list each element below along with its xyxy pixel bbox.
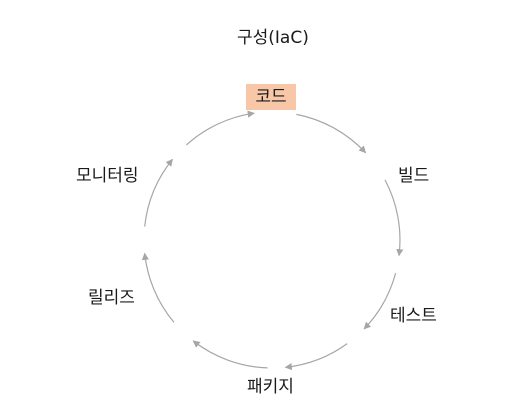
node-monitor: 모니터링 [76, 166, 139, 186]
diagram-title: 구성(IaC) [237, 28, 309, 48]
cycle-arrow-5 [192, 340, 268, 369]
node-code: 코드 [246, 84, 296, 110]
cycle-arrow-2 [384, 179, 404, 257]
cycle-arrow-1 [296, 113, 367, 154]
node-package: 패키지 [247, 377, 294, 397]
cycle-arrow-8 [185, 110, 255, 146]
cycle-arrow-4 [284, 343, 348, 371]
node-release: 릴리즈 [88, 288, 135, 308]
cycle-arrows [141, 110, 404, 371]
node-build: 빌드 [398, 166, 430, 186]
node-test: 테스트 [390, 306, 437, 326]
cycle-arrow-6 [141, 252, 175, 323]
cycle-arrow-7 [144, 158, 173, 227]
cycle-arrow-3 [363, 272, 397, 330]
